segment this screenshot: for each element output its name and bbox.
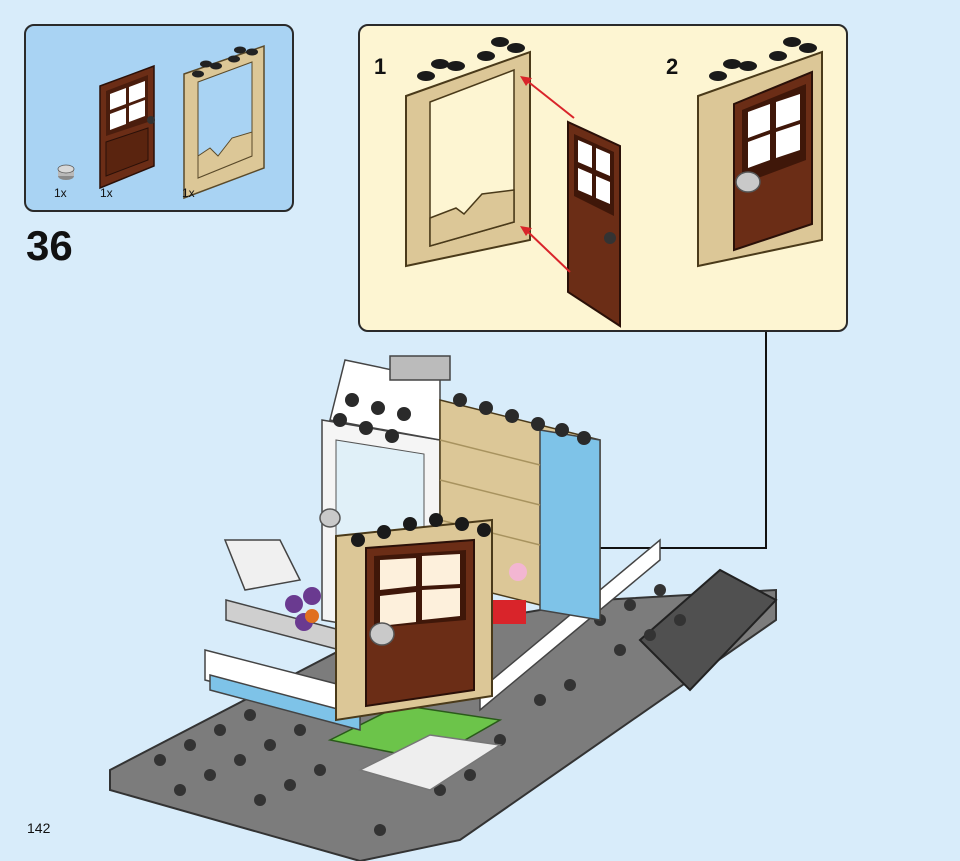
frame-illustration-1 (405, 37, 531, 268)
path-tiles (327, 704, 503, 791)
insert-arrows (520, 76, 575, 273)
step-number: 36 (26, 222, 73, 269)
door-frame-part (183, 44, 265, 200)
assembled-door-illustration-2 (697, 37, 823, 268)
lower-wall (204, 538, 661, 731)
sub-step-2-label: 2 (666, 54, 679, 79)
parts-illustration (57, 44, 265, 200)
page-number: 142 (27, 820, 51, 836)
sub-step-1-label: 1 (374, 54, 387, 79)
tan-wall (439, 393, 601, 621)
parts-list-box: 1x 1x 1x (24, 24, 294, 212)
part-qty-door-frame: 1x (182, 186, 195, 200)
part-qty-round-tile: 1x (54, 186, 67, 200)
callout-connector-line (498, 332, 767, 556)
display-shelf (223, 539, 527, 651)
door-part (99, 64, 155, 190)
part-qty-door: 1x (100, 186, 113, 200)
white-tower (321, 355, 451, 641)
door-illustration-1 (567, 120, 621, 328)
baseplate (109, 568, 778, 861)
front-door (319, 508, 493, 722)
callout-illustration (405, 37, 823, 328)
round-tile-part (57, 164, 75, 180)
sub-assembly-callout: 1 2 (358, 24, 848, 332)
